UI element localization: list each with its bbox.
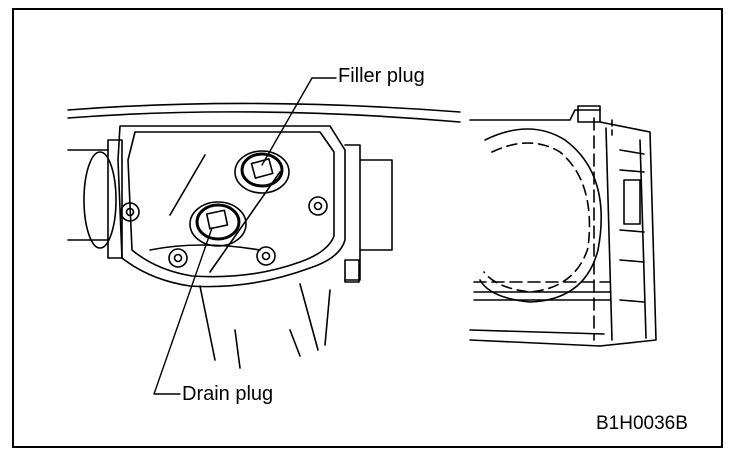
filler-plug-label: Filler plug bbox=[338, 65, 425, 87]
side-view-housing bbox=[469, 105, 657, 347]
drain-plug-label: Drain plug bbox=[182, 383, 274, 405]
filler-plug-shape bbox=[234, 150, 290, 194]
differential-housing bbox=[67, 102, 461, 369]
filler-plug-leader bbox=[261, 77, 337, 166]
cover-bolts bbox=[120, 196, 328, 268]
drain-plug-shape bbox=[189, 201, 247, 247]
drain-plug-leader bbox=[153, 227, 213, 395]
figure-code: B1H0036B bbox=[596, 413, 688, 434]
